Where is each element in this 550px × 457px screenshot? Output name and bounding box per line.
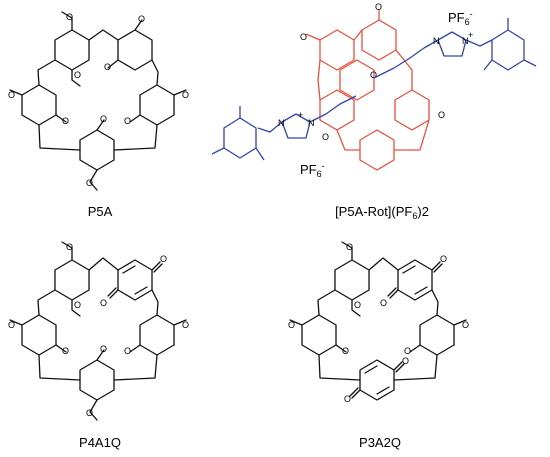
caption-p3a2q: P3A2Q <box>359 435 401 450</box>
p4a1q-oxygen-label: O <box>8 320 15 330</box>
p3a2q-oxygen-label: O <box>342 346 349 356</box>
axle-nitrogen-label: N <box>308 118 315 128</box>
wheel-oxygen-label: O <box>438 110 445 120</box>
p4a1q-oxygen-label: O <box>182 320 189 330</box>
p5a-oxygen-label: O <box>100 114 107 124</box>
p4a1q-oxygen-label: O <box>86 408 93 418</box>
caption-p4a1q: P4A1Q <box>79 435 121 450</box>
p4a1q-oxygen-label: O <box>62 346 69 356</box>
p5a-oxygen-label: O <box>62 116 69 126</box>
p3a2q-oxygen-label: O <box>440 254 447 264</box>
p3a2q-structure: O O O O O O O O O O <box>288 241 469 404</box>
p3a2q-oxygen-label: O <box>380 298 387 308</box>
p3a2q-oxygen-label: O <box>346 242 353 252</box>
rotaxane-wheel <box>305 10 430 171</box>
wheel-oxygen-label: O <box>370 70 377 80</box>
axle-cation-label: + <box>468 30 473 40</box>
wheel-oxygen-label: O <box>375 2 382 12</box>
p5a-oxygen-label: O <box>86 178 93 188</box>
p4a1q-oxygen-label: O <box>100 344 107 354</box>
p4a1q-oxygen-label: O <box>100 298 107 308</box>
p3a2q-oxygen-label: O <box>288 320 295 330</box>
p5a-oxygen-label: O <box>138 14 145 24</box>
caption-p5a: P5A <box>88 204 113 219</box>
axle-nitrogen-label: N <box>433 36 440 46</box>
wheel-oxygen-label: O <box>322 132 329 142</box>
counterion-label: PF6- <box>448 9 473 27</box>
p3a2q-oxygen-label: O <box>402 356 409 366</box>
p3a2q-oxygen-label: O <box>354 300 361 310</box>
p5a-oxygen-label: O <box>66 12 73 22</box>
caption-p5a-rot: [P5A-Rot](PF6)2 <box>335 204 429 221</box>
axle-nitrogen-label: N <box>278 118 285 128</box>
p5a-oxygen-label: O <box>104 62 111 72</box>
counterion-label: PF6- <box>300 161 325 179</box>
p4a1q-oxygen-label: O <box>66 242 73 252</box>
p5a-oxygen-label: O <box>124 116 131 126</box>
axle-cation-label: + <box>298 110 303 120</box>
p5a-oxygen-label: O <box>74 70 81 80</box>
p5a-oxygen-label: O <box>182 90 189 100</box>
p5a-structure: O O O O O O O O O O <box>8 11 189 191</box>
p3a2q-oxygen-label: O <box>404 346 411 356</box>
axle-nitrogen-label: N <box>462 36 469 46</box>
p4a1q-oxygen-label: O <box>74 300 81 310</box>
p4a1q-oxygen-label: O <box>160 254 167 264</box>
p3a2q-oxygen-label: O <box>344 394 351 404</box>
p4a1q-structure: O O O O O O O O O O <box>8 241 189 421</box>
p4a1q-oxygen-label: O <box>124 346 131 356</box>
wheel-oxygen-label: O <box>300 32 307 42</box>
rotaxane-axle <box>211 18 537 161</box>
p5a-oxygen-label: O <box>8 90 15 100</box>
p3a2q-oxygen-label: O <box>462 320 469 330</box>
rotaxane-structure: O O O O O N N + N N <box>211 2 537 179</box>
